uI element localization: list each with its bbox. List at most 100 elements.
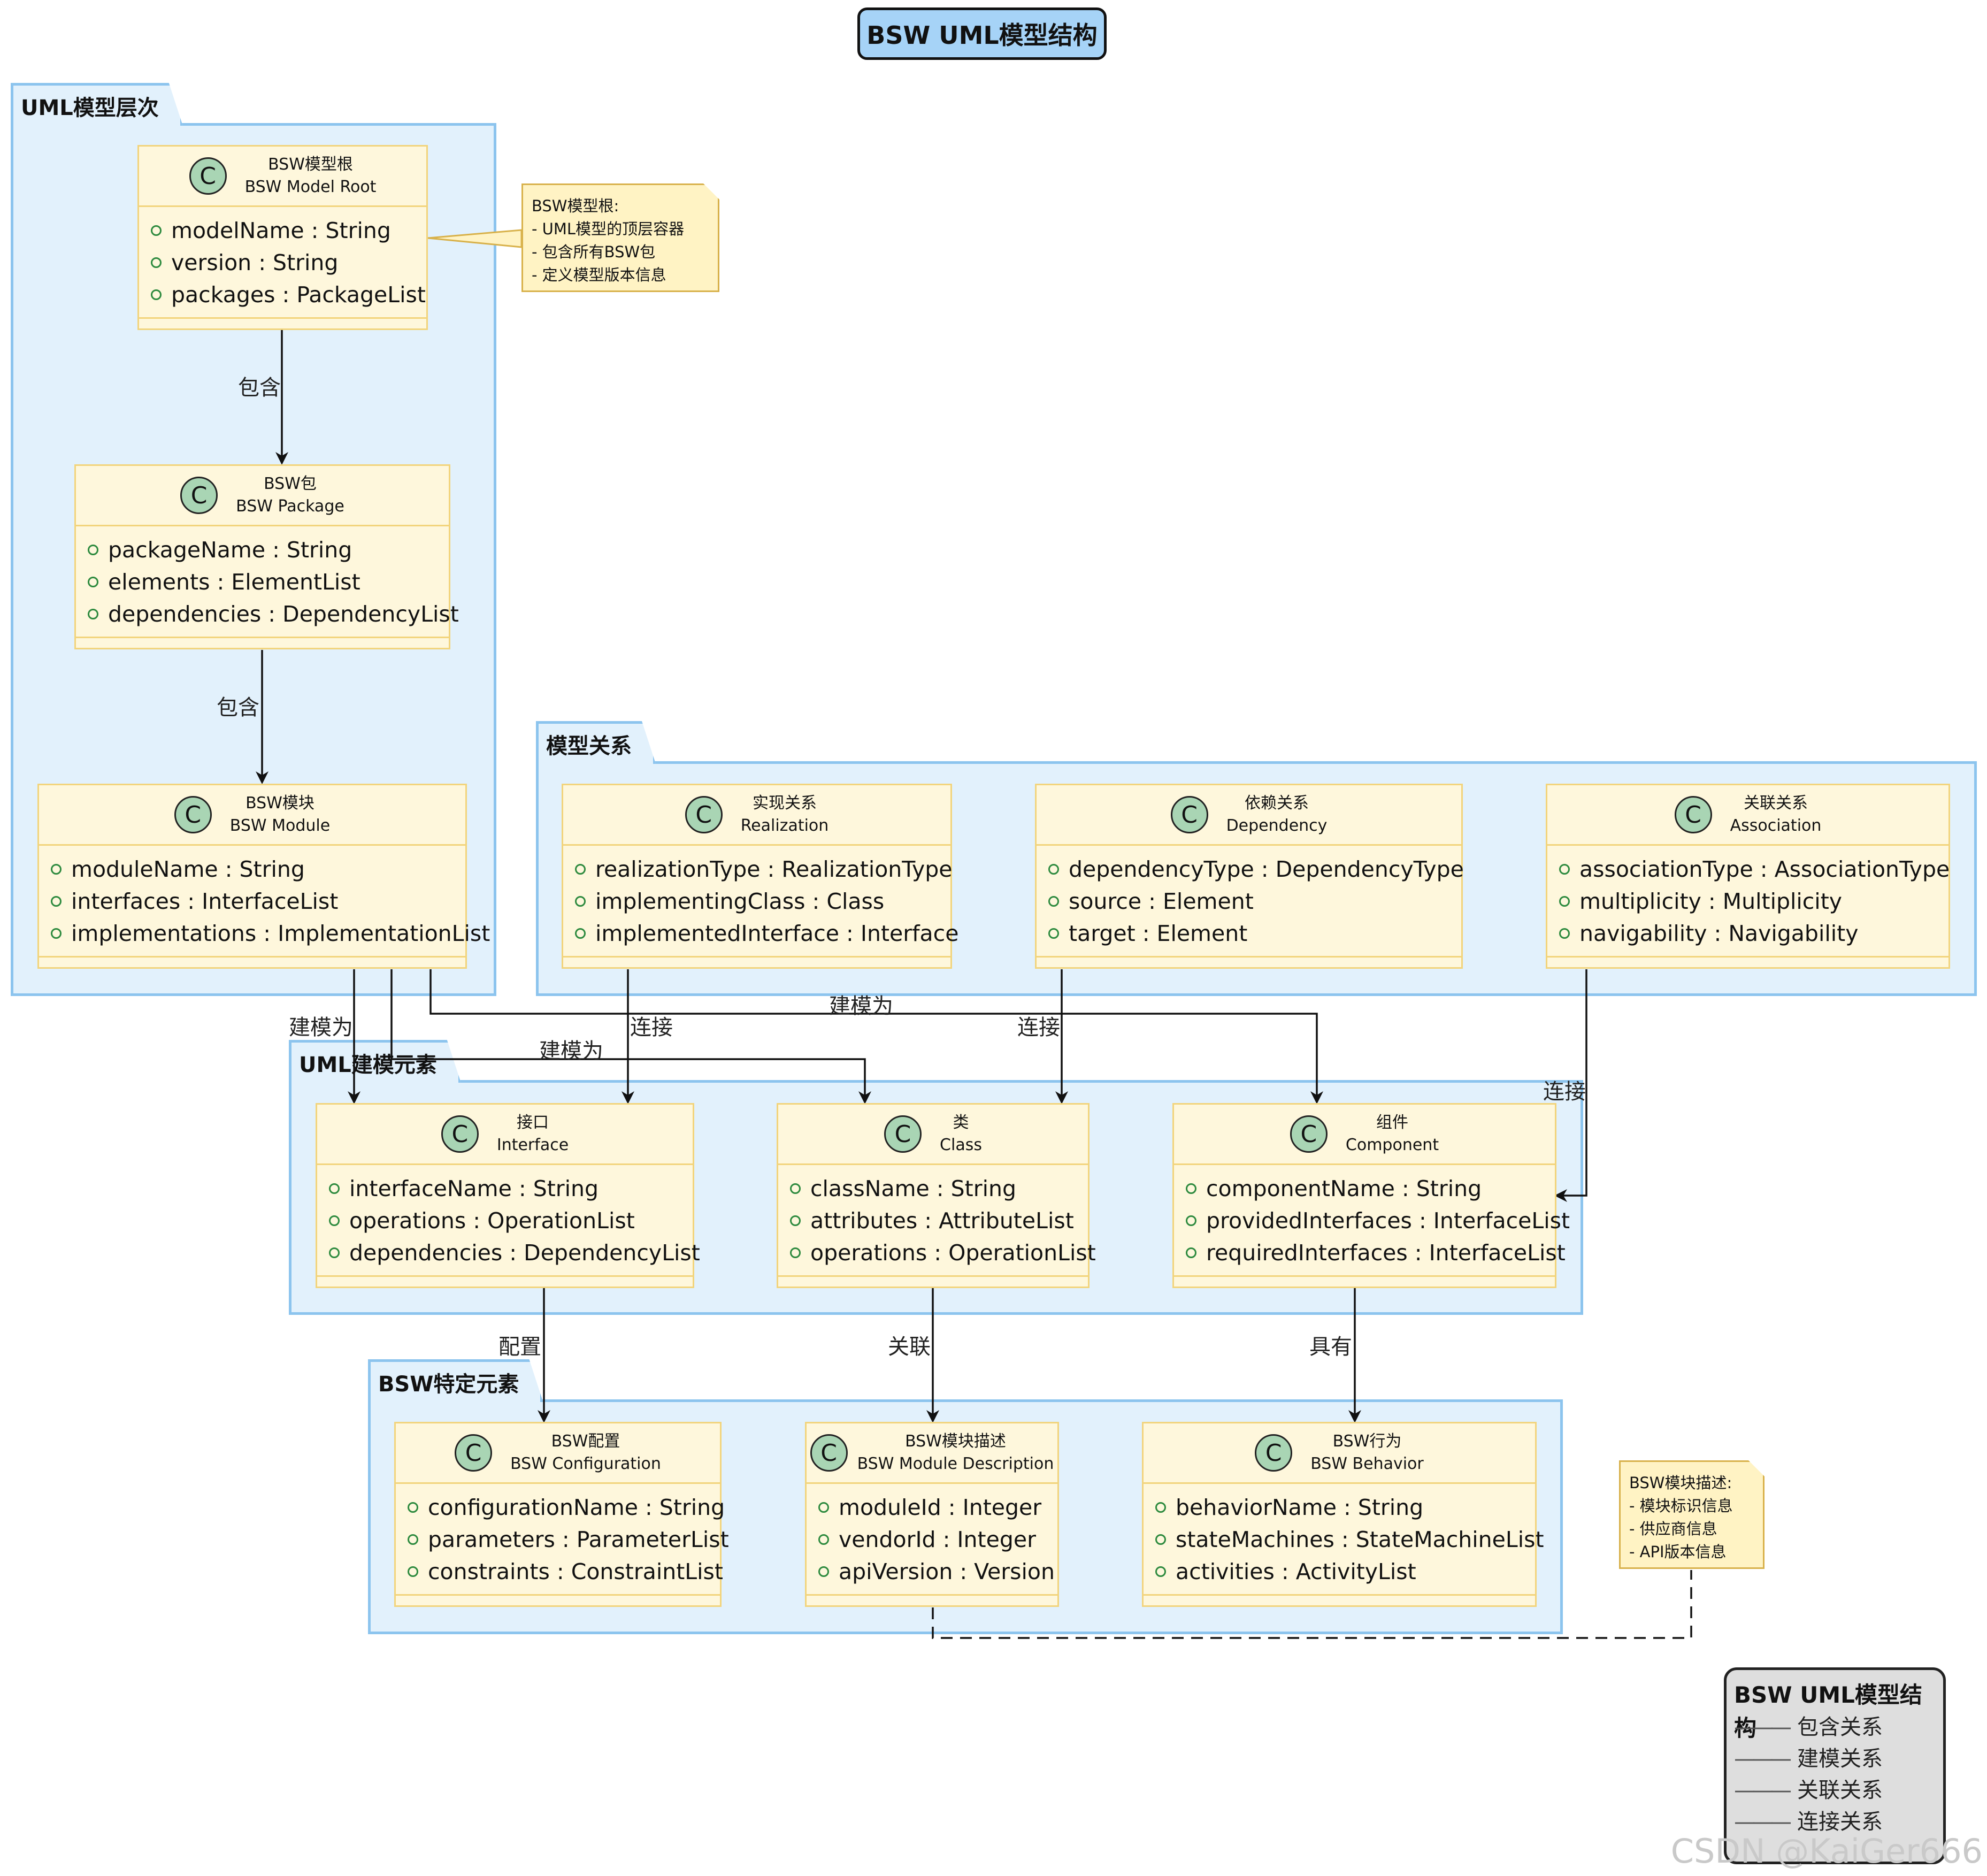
legend-item-association: ———关联关系 <box>1734 1778 1883 1803</box>
class-name-en: BSW Behavior <box>1310 1454 1424 1473</box>
public-dot-icon <box>1048 864 1059 875</box>
attribute: operations : OperationList <box>790 1237 1096 1269</box>
method-separator <box>317 1275 693 1277</box>
attribute: packages : PackageList <box>151 279 426 311</box>
public-dot-icon <box>1559 928 1570 939</box>
attribute: moduleId : Integer <box>818 1491 1057 1523</box>
method-separator <box>1144 1594 1535 1596</box>
note-bsw-module-description: BSW模块描述:- 模块标识信息- 供应商信息- API版本信息 <box>1619 1460 1764 1569</box>
method-separator <box>778 1275 1088 1277</box>
edge-label-model-as: 建模为 <box>829 994 893 1019</box>
class-realization[interactable]: C 实现关系 Realization realizationType : Real… <box>562 784 958 969</box>
attribute: implementations : ImplementationList <box>51 917 490 950</box>
attribute: interfaces : InterfaceList <box>51 885 465 917</box>
class-c-icon: C <box>174 796 212 833</box>
class-name-cn: 依赖关系 <box>1245 794 1309 813</box>
attribute: componentName : String <box>1186 1173 1555 1205</box>
attribute: target : Element <box>1048 917 1461 950</box>
attribute: constraints : ConstraintList <box>408 1556 723 1588</box>
attribute: modelName : String <box>151 215 426 247</box>
class-c-icon: C <box>1290 1115 1328 1153</box>
public-dot-icon <box>818 1534 829 1545</box>
attribute: realizationType : RealizationType <box>575 853 952 885</box>
public-dot-icon <box>88 545 98 555</box>
attribute: implementingClass : Class <box>575 885 950 917</box>
class-name-cn: 接口 <box>517 1113 549 1132</box>
class-name-en: Dependency <box>1226 816 1328 835</box>
note-link-description <box>932 1570 1692 1639</box>
attribute: dependencies : DependencyList <box>88 598 459 630</box>
method-separator <box>807 1594 1057 1596</box>
attribute: behaviorName : String <box>1155 1491 1535 1523</box>
method-separator <box>563 956 950 958</box>
attribute: className : String <box>790 1173 1088 1205</box>
public-dot-icon <box>1155 1502 1166 1513</box>
public-dot-icon <box>790 1247 801 1258</box>
class-name-cn: BSW配置 <box>551 1432 620 1451</box>
public-dot-icon <box>151 257 162 268</box>
public-dot-icon <box>151 225 162 236</box>
note-anchor-root <box>427 229 523 248</box>
edge-label-contains: 包含 <box>217 695 259 720</box>
class-name-cn: BSW包 <box>264 474 317 493</box>
public-dot-icon <box>1186 1247 1196 1258</box>
class-name-cn: 实现关系 <box>752 794 817 813</box>
attribute: operations : OperationList <box>329 1205 693 1237</box>
public-dot-icon <box>51 928 62 939</box>
public-dot-icon <box>88 577 98 587</box>
attribute: implementedInterface : Interface <box>575 917 958 950</box>
class-c-icon: C <box>441 1115 479 1153</box>
legend-item-contains: ———包含关系 <box>1734 1715 1883 1740</box>
class-c-icon: C <box>1674 796 1712 833</box>
class-name-en: BSW Package <box>236 497 344 516</box>
class-name-en: Realization <box>740 816 829 835</box>
attribute: elements : ElementList <box>88 566 449 598</box>
attribute: navigability : Navigability <box>1559 917 1948 950</box>
class-name-cn: 组件 <box>1376 1113 1408 1132</box>
edge-conn-association-component <box>1554 969 1587 1202</box>
public-dot-icon <box>790 1183 801 1194</box>
attribute: multiplicity : Multiplicity <box>1559 885 1948 917</box>
attribute: providedInterfaces : InterfaceList <box>1186 1205 1570 1237</box>
class-c-icon: C <box>685 796 723 833</box>
method-separator <box>76 637 449 638</box>
public-dot-icon <box>51 896 62 907</box>
legend-item-modeling: ———建模关系 <box>1734 1747 1883 1771</box>
attribute: version : String <box>151 247 426 279</box>
public-dot-icon <box>88 609 98 619</box>
public-dot-icon <box>1559 864 1570 875</box>
class-c-icon: C <box>180 477 218 514</box>
method-separator <box>396 1594 720 1596</box>
attribute: dependencyType : DependencyType <box>1048 853 1464 885</box>
method-separator <box>1174 1275 1555 1277</box>
edge-label-connect: 连接 <box>1543 1079 1586 1104</box>
public-dot-icon <box>575 928 586 939</box>
public-dot-icon <box>151 289 162 300</box>
edge-label-associate: 关联 <box>888 1335 931 1359</box>
class-name-cn: BSW行为 <box>1332 1432 1402 1451</box>
public-dot-icon <box>408 1502 418 1513</box>
attribute: stateMachines : StateMachineList <box>1155 1523 1544 1556</box>
class-c-icon: C <box>455 1434 493 1472</box>
class-component[interactable]: C 组件 Component componentName : String pro… <box>1172 1103 1570 1288</box>
class-name-en: Association <box>1730 816 1822 835</box>
attribute: vendorId : Integer <box>818 1523 1057 1556</box>
legend-title: BSW UML模型结构 <box>1734 1682 1922 1741</box>
public-dot-icon <box>575 864 586 875</box>
class-name-en: Component <box>1345 1136 1439 1154</box>
class-name-cn: BSW模型根 <box>268 155 353 174</box>
class-name-en: Interface <box>496 1136 569 1154</box>
public-dot-icon <box>1155 1534 1166 1545</box>
public-dot-icon <box>408 1566 418 1577</box>
